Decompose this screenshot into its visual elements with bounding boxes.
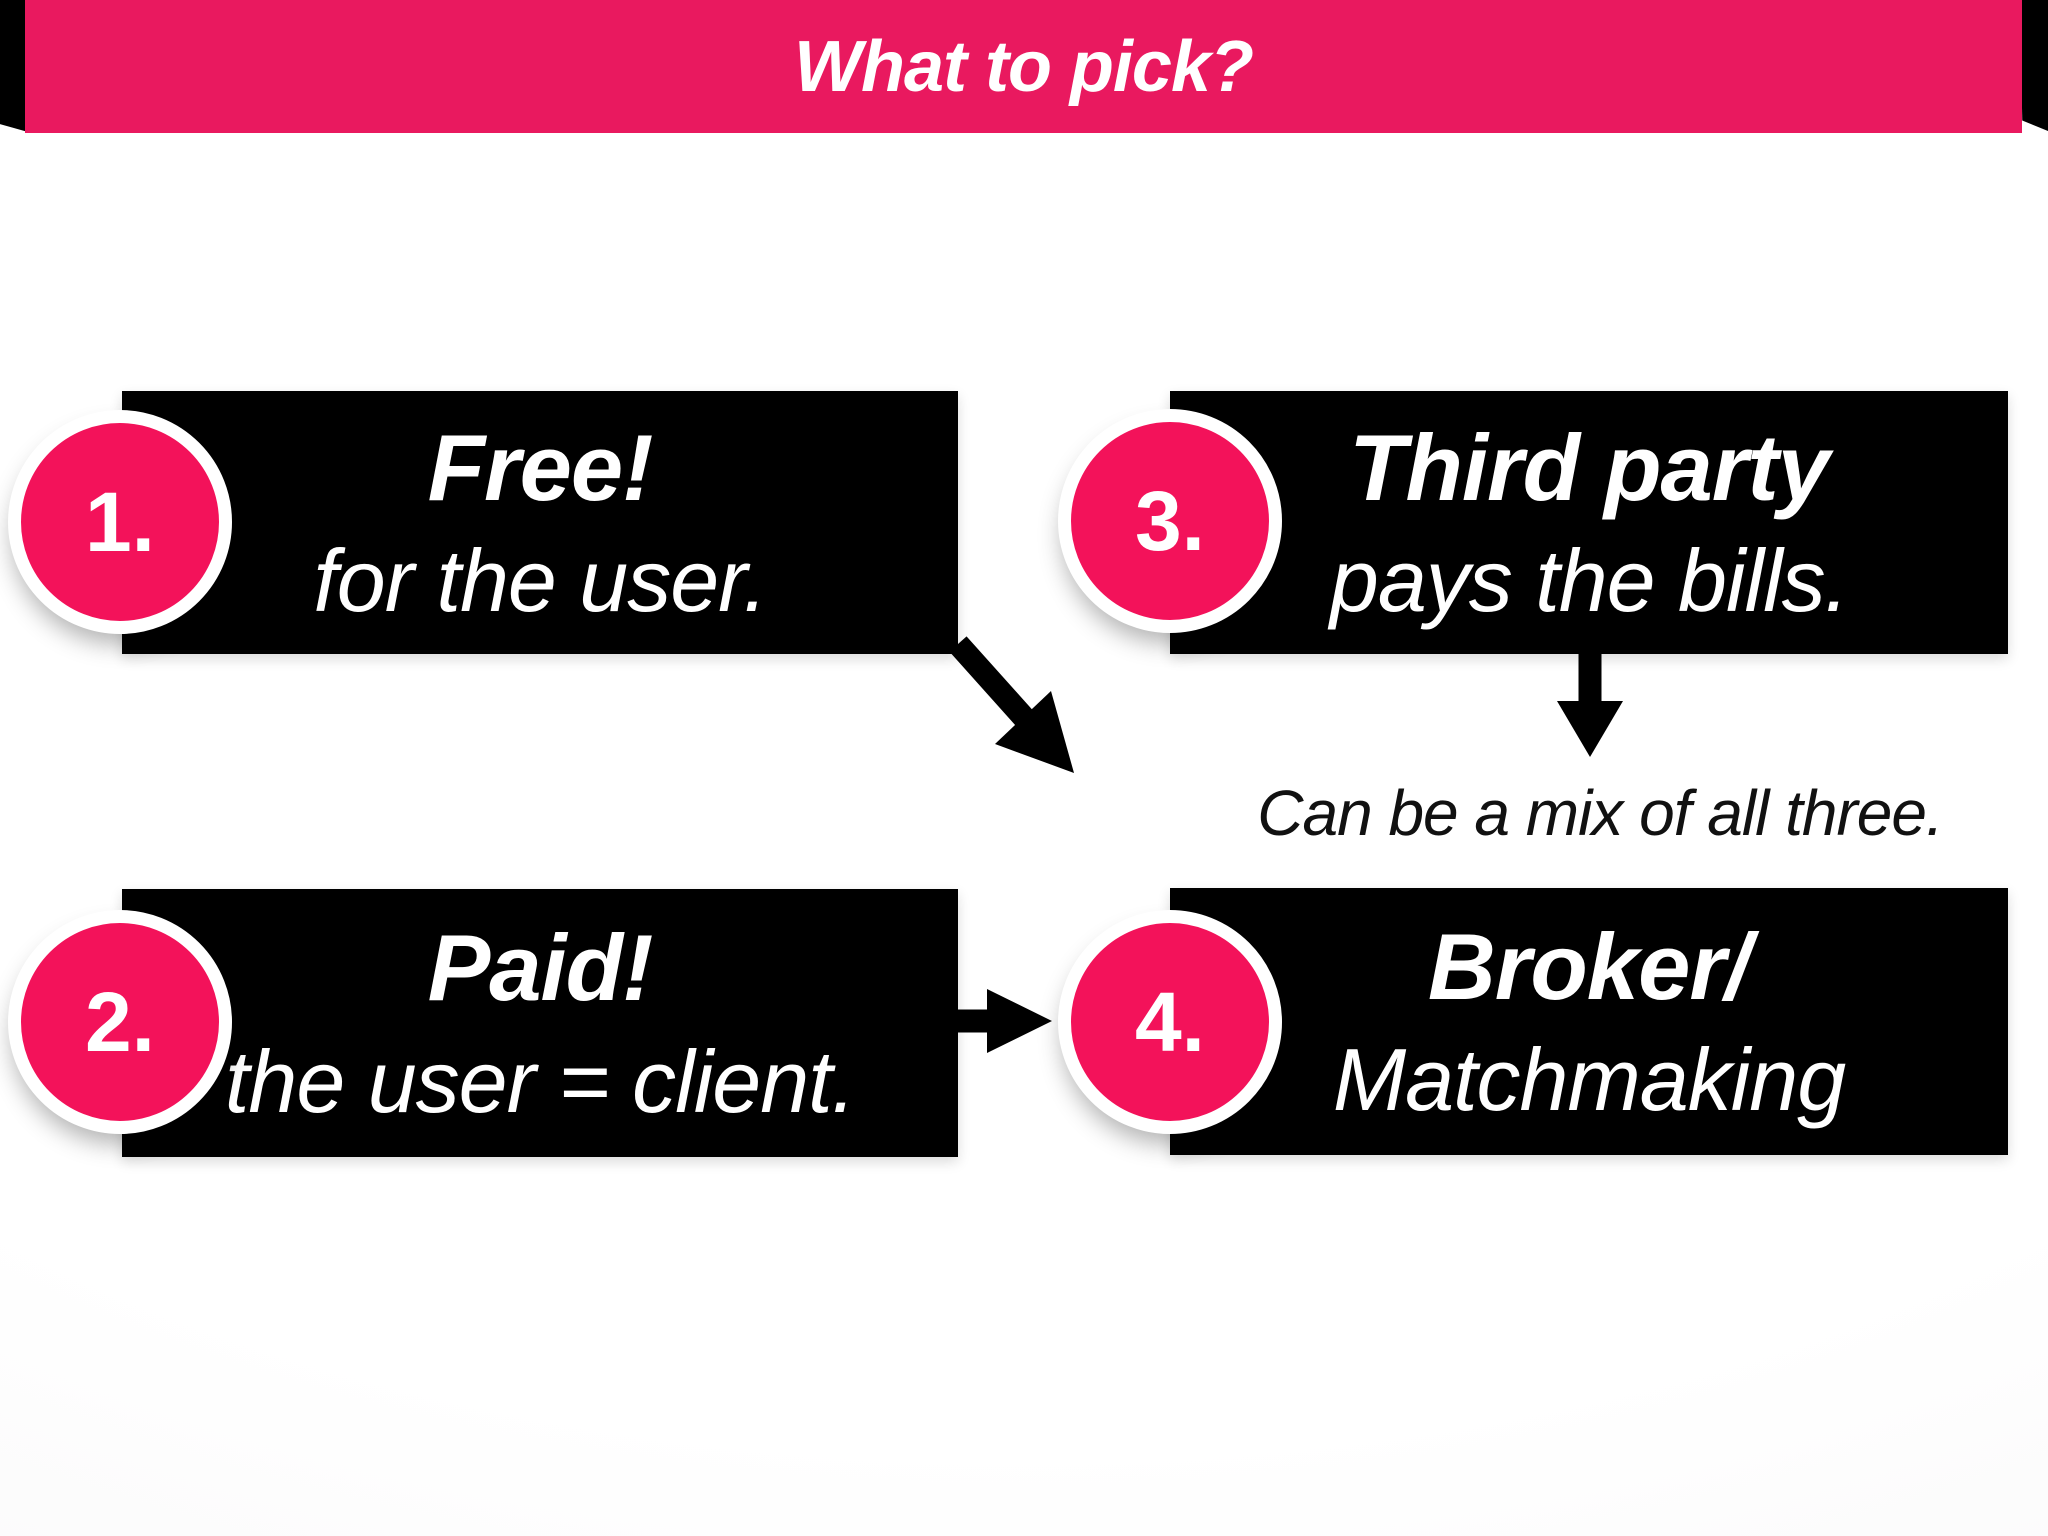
- option-card-third-party: Third party pays the bills.: [1170, 391, 2008, 654]
- annotation-text: Can be a mix of all three.: [1257, 777, 1943, 849]
- number-badge-4: 4.: [1058, 910, 1282, 1134]
- number-badge-3: 3.: [1058, 409, 1282, 633]
- number-badge-2: 2.: [8, 910, 232, 1134]
- card-subtitle: the user = client.: [224, 1031, 856, 1131]
- slide-title: What to pick?: [794, 26, 1254, 107]
- option-card-free: Free! for the user.: [122, 391, 958, 654]
- badge-number: 2.: [84, 974, 156, 1069]
- card-title: Paid!: [427, 915, 654, 1021]
- option-card-paid: Paid! the user = client.: [122, 889, 958, 1157]
- badge-number: 4.: [1134, 974, 1206, 1069]
- card-subtitle: pays the bills.: [1329, 531, 1849, 631]
- card-title: Third party: [1349, 414, 1830, 520]
- arrow-right-icon: [957, 989, 1052, 1053]
- corner-wedge-right: [2020, 0, 2048, 131]
- card-title: Free!: [427, 414, 654, 520]
- card-subtitle: for the user.: [313, 531, 767, 631]
- card-subtitle: Matchmaking: [1332, 1030, 1846, 1130]
- arrow-down-icon: [1557, 654, 1623, 757]
- arrow-down-right-icon: [949, 636, 1074, 773]
- card-title: Broker/: [1427, 913, 1751, 1019]
- badge-number: 3.: [1134, 473, 1206, 568]
- number-badge-1: 1.: [8, 410, 232, 634]
- option-card-broker: Broker/ Matchmaking: [1170, 888, 2008, 1155]
- corner-wedge-left: [0, 0, 28, 132]
- header-bar: What to pick?: [25, 0, 2022, 133]
- badge-number: 1.: [84, 474, 156, 569]
